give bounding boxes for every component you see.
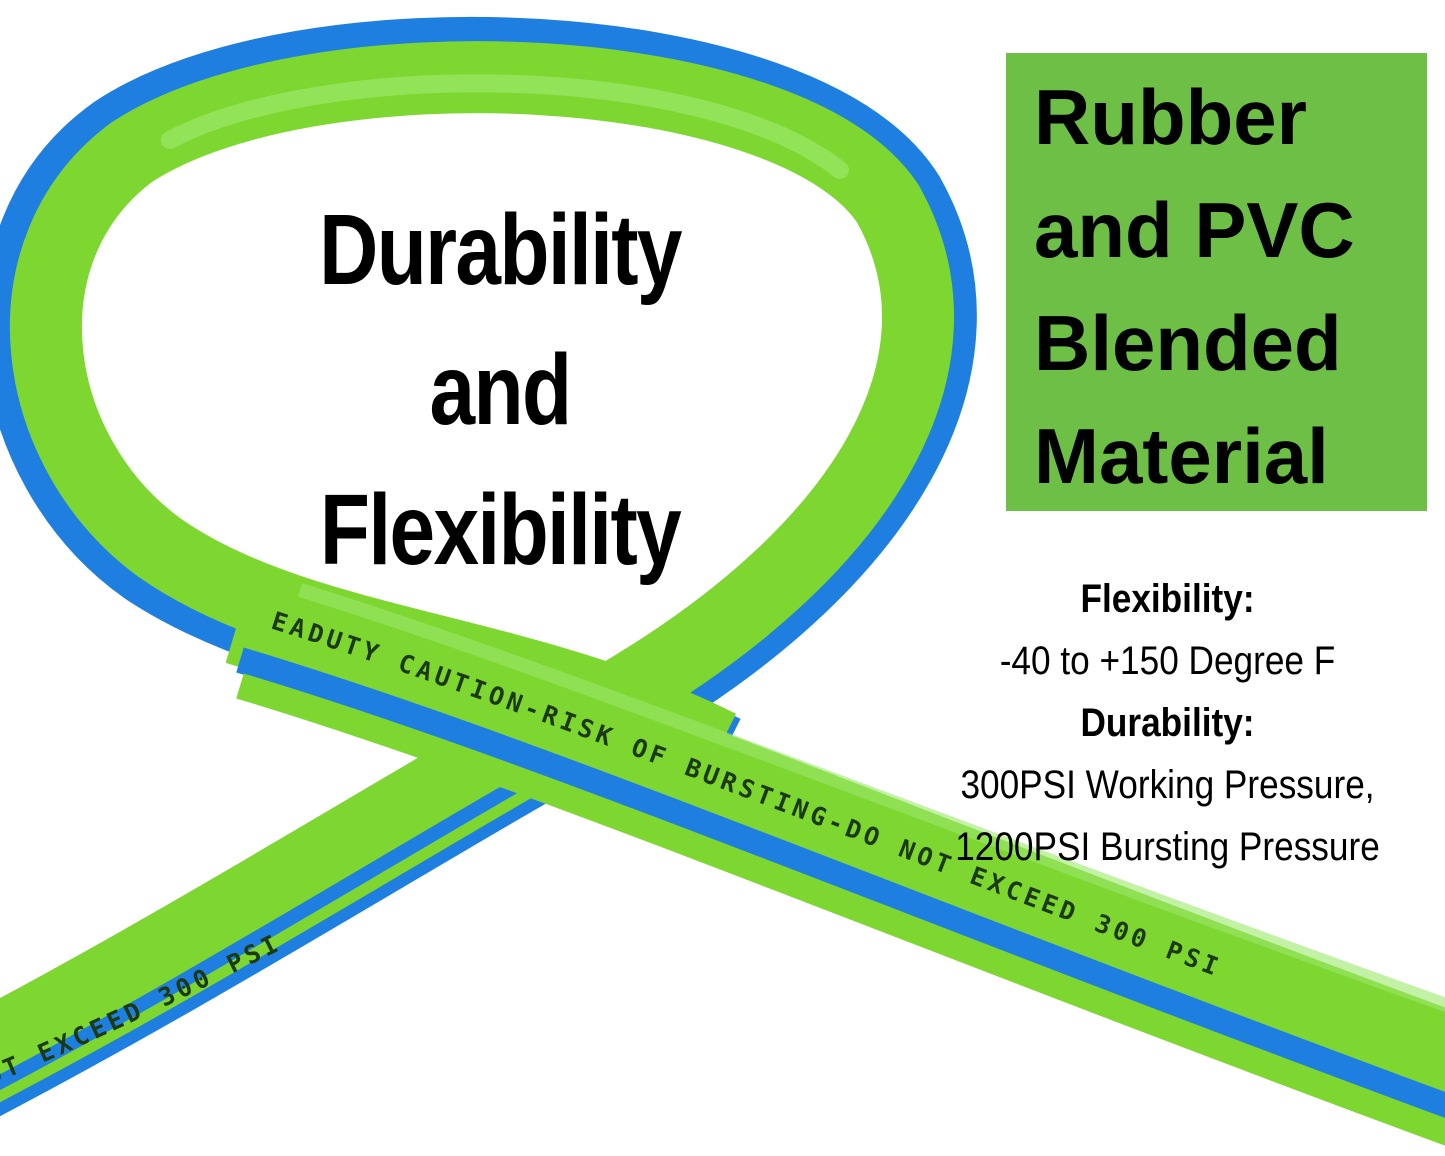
flexibility-value: -40 to +150 Degree F [999, 639, 1336, 683]
headline-line-2: and [429, 334, 573, 446]
flexibility-heading: Flexibility: [1080, 577, 1255, 621]
durability-value-working: 300PSI Working Pressure, [960, 763, 1375, 807]
material-line-1: Rubber [1034, 73, 1307, 161]
durability-heading: Durability: [1080, 701, 1255, 745]
headline-line-1: Durability [319, 194, 682, 306]
durability-value-bursting: 1200PSI Bursting Pressure [955, 825, 1380, 869]
headline: Durability and Flexibility [295, 180, 705, 600]
material-box: Rubber and PVC Blended Material [1006, 53, 1427, 511]
hose-front-strand [225, 567, 1445, 1146]
material-line-4: Material [1034, 412, 1329, 500]
headline-line-3: Flexibility [319, 474, 682, 586]
specs-block: Flexibility: -40 to +150 Degree F Durabi… [937, 568, 1399, 878]
material-line-3: Blended [1034, 299, 1342, 387]
material-box-background [1006, 53, 1427, 511]
material-line-2: and PVC [1034, 186, 1355, 274]
